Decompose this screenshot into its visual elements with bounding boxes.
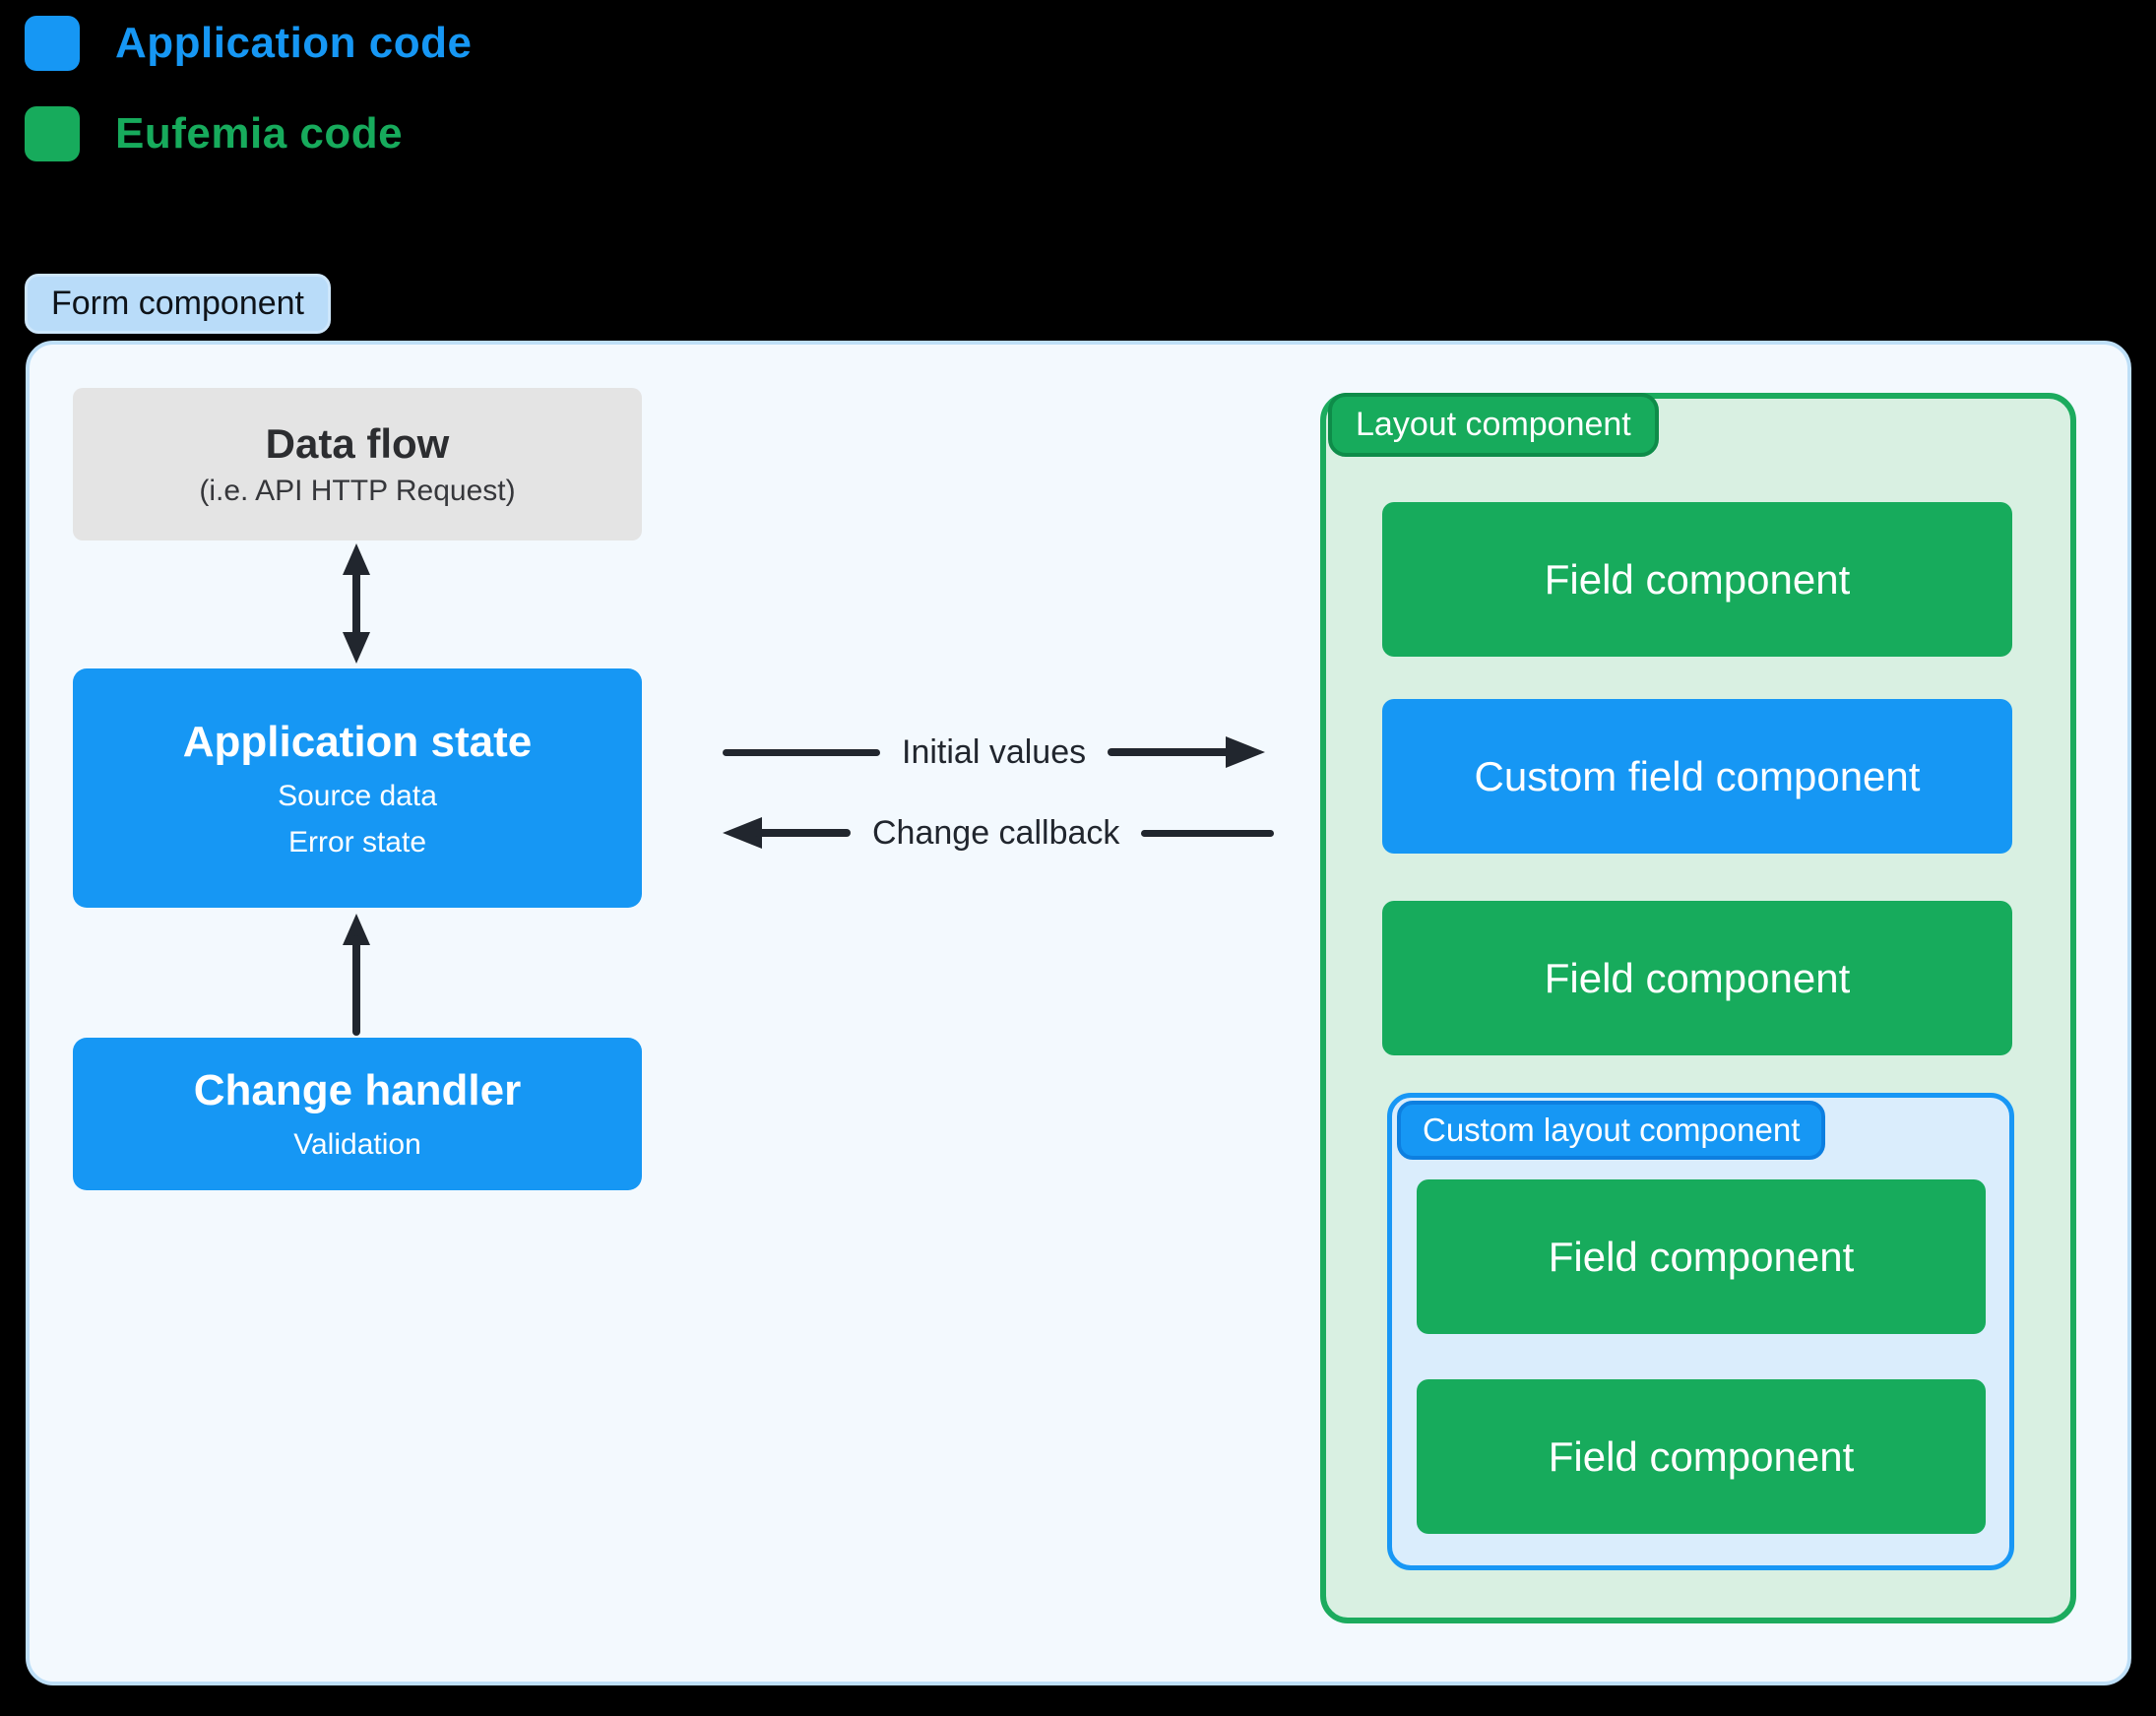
initial-values-arrow: Initial values [723, 731, 1266, 774]
initial-values-label: Initial values [902, 732, 1087, 771]
change-handler-box: Change handler Validation [73, 1038, 642, 1190]
legend-item-eufemia-code: Eufemia code [25, 106, 472, 161]
change-callback-arrow: Change callback [723, 811, 1275, 855]
field-component-box: Field component [1382, 901, 2012, 1055]
change-handler-title: Change handler [193, 1066, 522, 1114]
legend-label-eufemia-code: Eufemia code [115, 109, 404, 158]
application-code-swatch-icon [25, 16, 80, 71]
arrow-line [1141, 829, 1275, 837]
arrow-right-icon [1108, 736, 1266, 768]
arrow-line [723, 748, 880, 756]
field-component-box: Field component [1417, 1179, 1986, 1334]
field-component-box: Field component [1382, 502, 2012, 657]
bidirectional-arrow-icon [343, 543, 370, 664]
form-component-label: Form component [25, 274, 331, 334]
application-state-line-error-state: Error state [287, 825, 427, 858]
field-component-box: Field component [1417, 1379, 1986, 1534]
arrow-up-icon [343, 914, 370, 1036]
application-state-box: Application state Source data Error stat… [73, 668, 642, 908]
legend-label-application-code: Application code [115, 19, 473, 67]
change-callback-label: Change callback [872, 813, 1120, 852]
eufemia-code-swatch-icon [25, 106, 80, 161]
change-handler-line-validation: Validation [293, 1128, 421, 1161]
data-flow-box: Data flow (i.e. API HTTP Request) [73, 388, 642, 540]
application-state-title: Application state [182, 717, 533, 766]
custom-field-component-box: Custom field component [1382, 699, 2012, 854]
data-flow-title: Data flow [265, 420, 450, 467]
legend: Application code Eufemia code [25, 16, 472, 161]
custom-layout-component-container: Custom layout component Field component … [1387, 1093, 2014, 1570]
application-state-line-source-data: Source data [278, 779, 437, 812]
layout-component-container: Layout component Field component Custom … [1320, 393, 2076, 1623]
form-component-container: Data flow (i.e. API HTTP Request) Applic… [26, 341, 2131, 1685]
custom-layout-component-label: Custom layout component [1397, 1101, 1826, 1160]
layout-component-label: Layout component [1328, 393, 1659, 457]
data-flow-subtitle: (i.e. API HTTP Request) [199, 475, 516, 507]
arrow-left-icon [723, 817, 851, 849]
legend-item-application-code: Application code [25, 16, 472, 71]
